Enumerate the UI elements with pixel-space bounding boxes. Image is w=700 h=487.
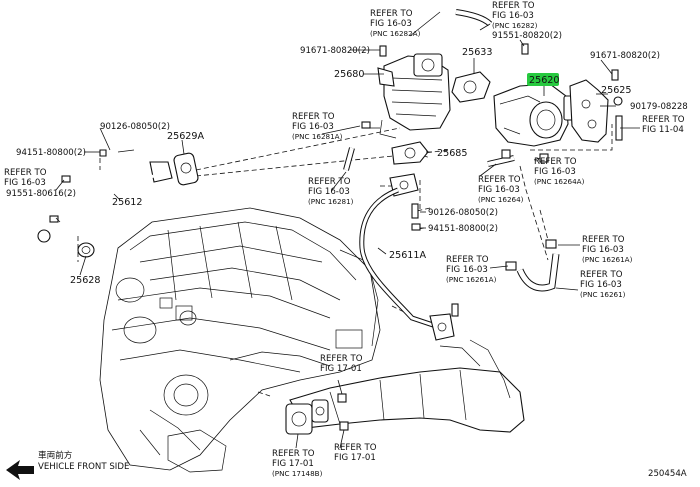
svg-text:REFER TO: REFER TO: [308, 177, 351, 187]
svg-text:REFER TO: REFER TO: [492, 1, 535, 11]
svg-text:(PNC 16282): (PNC 16282): [492, 21, 538, 30]
part-label-25625: 25625: [601, 85, 632, 96]
ref-fig-17-01-top: REFER TO FIG 17-01: [320, 354, 363, 374]
svg-text:REFER TO: REFER TO: [582, 235, 625, 245]
svg-text:REFER TO: REFER TO: [534, 157, 577, 167]
svg-text:REFER TO: REFER TO: [272, 449, 315, 459]
svg-text:REFER TO: REFER TO: [478, 175, 521, 185]
engine-block: [99, 207, 381, 473]
svg-text:REFER TO: REFER TO: [320, 354, 363, 364]
svg-text:REFER TO: REFER TO: [580, 270, 623, 280]
ref-fig-17-01-bottom: REFER TO FIG 17-01: [334, 443, 377, 463]
part-label-25628: 25628: [70, 275, 101, 286]
svg-text:(PNC 16264A): (PNC 16264A): [534, 177, 585, 186]
hoses: [343, 9, 560, 292]
svg-text:FIG 16-03: FIG 16-03: [580, 280, 622, 290]
svg-text:FIG 17-01: FIG 17-01: [320, 364, 362, 374]
svg-text:FIG 16-03: FIG 16-03: [370, 19, 412, 29]
direction-label-en: VEHICLE FRONT SIDE: [38, 462, 129, 472]
leader-lines: [55, 11, 640, 449]
svg-text:REFER TO: REFER TO: [642, 115, 685, 125]
svg-text:FIG 17-01: FIG 17-01: [272, 459, 314, 469]
ref-pnc-16282: REFER TO FIG 16-03 (PNC 16282): [492, 1, 538, 30]
gasket-25628: [77, 242, 95, 258]
part-label-25633: 25633: [462, 47, 493, 58]
svg-text:FIG 16-03: FIG 16-03: [534, 167, 576, 177]
fasteners: [49, 43, 619, 431]
figure-id: 250454A: [648, 469, 687, 479]
fastener-labels: 91671-80820(2) 91551-80820(2) 91671-8082…: [6, 31, 688, 234]
bracket-25625: [569, 79, 623, 143]
svg-text:REFER TO: REFER TO: [446, 255, 489, 265]
ref-pnc-16281: REFER TO FIG 16-03 (PNC 16281): [308, 177, 354, 206]
part-labels: 25620 25633 25680 25625 25629A 25612 256…: [70, 47, 632, 286]
svg-text:FIG 16-03: FIG 16-03: [292, 122, 334, 132]
fastener-label-7: 91551-80616(2): [6, 189, 76, 199]
svg-text:REFER TO: REFER TO: [292, 112, 335, 122]
fastener-label-1: 91671-80820(2): [300, 46, 370, 56]
svg-text:FIG 17-01: FIG 17-01: [334, 453, 376, 463]
svg-text:REFER TO: REFER TO: [334, 443, 377, 453]
ref-fig-11-04: REFER TO FIG 11-04: [642, 115, 685, 135]
ref-fig-16-03-left: REFER TO FIG 16-03: [4, 168, 47, 188]
ref-pnc-17148B: REFER TO FIG 17-01 (PNC 17148B): [272, 449, 323, 478]
gasket-25633: [451, 71, 491, 103]
svg-text:(PNC 16261A): (PNC 16261A): [446, 275, 497, 284]
fastener-label-5: 90126-08050(2): [100, 122, 170, 132]
svg-text:(PNC 17148B): (PNC 17148B): [272, 469, 323, 478]
direction-label-jp: 車両前方: [38, 449, 73, 461]
egr-pipe-25612: [37, 161, 173, 243]
ref-pnc-16264A: REFER TO FIG 16-03 (PNC 16264A): [534, 157, 585, 186]
svg-text:(PNC 16282A): (PNC 16282A): [370, 29, 421, 38]
ref-pnc-16261A-center: REFER TO FIG 16-03 (PNC 16261A): [446, 255, 497, 284]
ref-pnc-16282A: REFER TO FIG 16-03 (PNC 16282A): [370, 9, 421, 38]
part-label-25680: 25680: [334, 69, 365, 80]
svg-text:FIG 16-03: FIG 16-03: [4, 178, 46, 188]
fastener-label-4: 90179-08228: [630, 102, 688, 112]
fastener-label-8: 90126-08050(2): [428, 208, 498, 218]
svg-text:FIG 11-04: FIG 11-04: [642, 125, 684, 135]
part-label-25620: 25620: [529, 75, 560, 86]
fastener-label-3: 91671-80820(2): [590, 51, 660, 61]
svg-text:FIG 16-03: FIG 16-03: [478, 185, 520, 195]
part-label-25685: 25685: [437, 148, 468, 159]
svg-text:(PNC 16281): (PNC 16281): [308, 197, 354, 206]
egr-pipe-25611A: [359, 173, 455, 341]
reference-labels: REFER TO FIG 16-03 (PNC 16282A) REFER TO…: [4, 1, 685, 478]
svg-text:(PNC 16281A): (PNC 16281A): [292, 132, 343, 141]
svg-text:REFER TO: REFER TO: [370, 9, 413, 19]
ref-pnc-16261A-right: REFER TO FIG 16-03 (PNC 16261A): [582, 235, 633, 264]
svg-text:FIG 16-03: FIG 16-03: [308, 187, 350, 197]
svg-text:(PNC 16264): (PNC 16264): [478, 195, 524, 204]
egr-bracket-25680: [366, 53, 451, 139]
exhaust-manifold: [285, 339, 525, 435]
fastener-label-6: 94151-80800(2): [16, 148, 86, 158]
svg-text:REFER TO: REFER TO: [4, 168, 47, 178]
svg-text:FIG 16-03: FIG 16-03: [582, 245, 624, 255]
highlight-box: [527, 73, 559, 86]
svg-text:FIG 16-03: FIG 16-03: [492, 11, 534, 21]
part-label-25629A: 25629A: [167, 131, 205, 142]
ref-pnc-16261: REFER TO FIG 16-03 (PNC 16261): [580, 270, 626, 299]
part-label-25612: 25612: [112, 197, 143, 208]
svg-text:(PNC 16261A): (PNC 16261A): [582, 255, 633, 264]
ref-pnc-16264: REFER TO FIG 16-03 (PNC 16264): [478, 175, 524, 204]
ref-pnc-16281A: REFER TO FIG 16-03 (PNC 16281A): [292, 112, 343, 141]
vehicle-front-indicator: 車両前方 VEHICLE FRONT SIDE: [6, 449, 129, 480]
gasket-25629A: [173, 152, 199, 186]
part-label-25611A: 25611A: [389, 250, 427, 261]
egr-valve-25620: [493, 83, 575, 147]
svg-text:FIG 16-03: FIG 16-03: [446, 265, 488, 275]
fastener-label-9: 94151-80800(2): [428, 224, 498, 234]
svg-text:(PNC 16261): (PNC 16261): [580, 290, 626, 299]
gasket-25685: [391, 141, 429, 165]
fastener-label-2: 91551-80820(2): [492, 31, 562, 41]
arrow-left-icon: [6, 460, 34, 480]
